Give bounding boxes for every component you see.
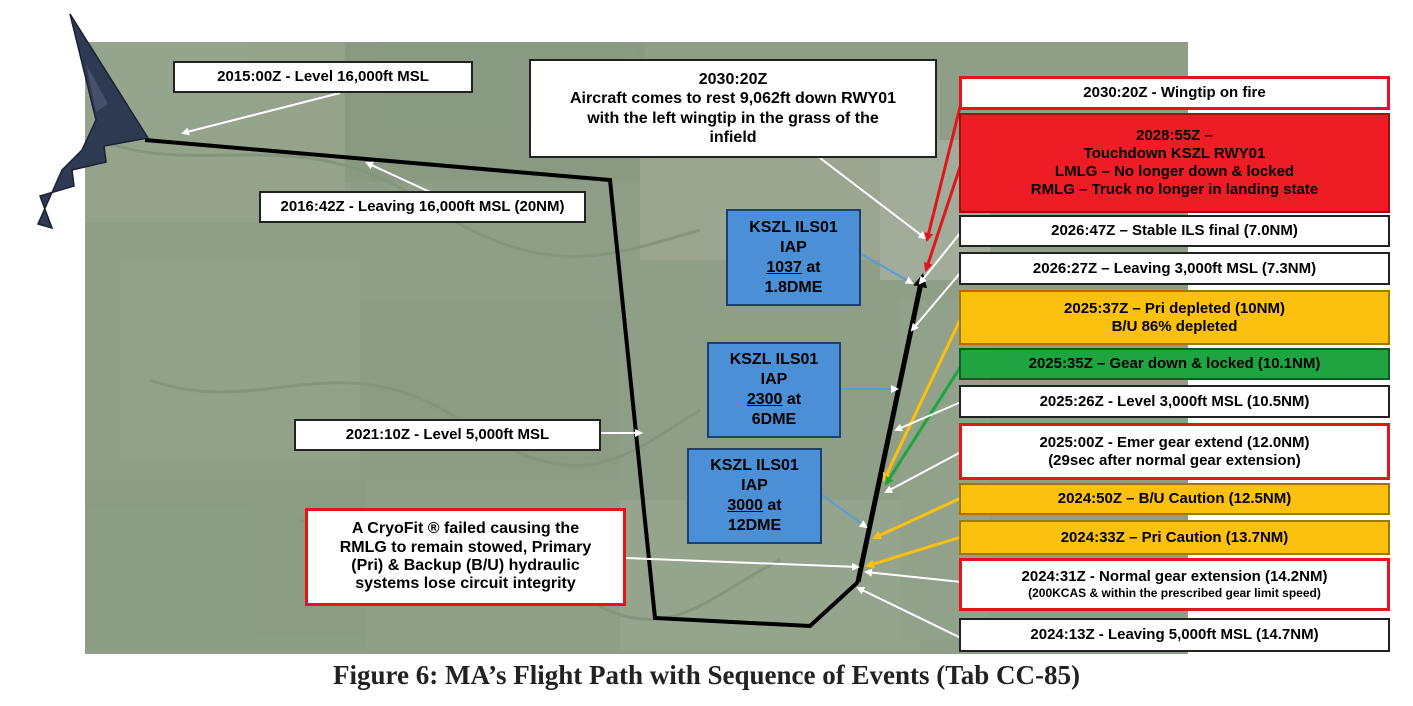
- event-stable-ils-text: 2026:47Z – Stable ILS final (7.0NM): [1051, 222, 1298, 239]
- aircraft-rest-box: 2030:20Z Aircraft comes to rest 9,062ft …: [529, 59, 937, 158]
- rest-time: 2030:20Z: [698, 71, 768, 89]
- arrow-level3: [894, 401, 962, 432]
- ils-2-at: at: [782, 391, 802, 408]
- event-gear-down-locked: 2025:35Z – Gear down & locked (10.1NM): [959, 348, 1390, 380]
- arrow-cryofit: [625, 557, 860, 571]
- event-pri-caution: 2024:33Z – Pri Caution (13.7NM): [959, 520, 1390, 555]
- event-leaving-5000-text: 2024:13Z - Leaving 5,000ft MSL (14.7NM): [1030, 626, 1319, 643]
- ils-2-line-1: KSZL ILS01: [729, 351, 819, 368]
- touchdown-line-1: 2028:55Z –: [1136, 127, 1213, 144]
- b2-bomber-silhouette-icon: [36, 13, 150, 230]
- arrow-leaving3: [910, 271, 962, 332]
- arrow-rest: [819, 157, 927, 240]
- ils-2-alt: 2300: [746, 391, 783, 408]
- touchdown-line-4: RMLG – Truck no longer in landing state: [1030, 181, 1319, 198]
- emer-line-2: (29sec after normal gear extension): [1048, 451, 1301, 469]
- event-level-3000: 2025:26Z - Level 3,000ft MSL (10.5NM): [959, 385, 1390, 418]
- rest-line-3: infield: [709, 128, 757, 146]
- normal-gear-line-2: (200KCAS & within the prescribed gear li…: [1028, 586, 1321, 601]
- event-touchdown: 2028:55Z – Touchdown KSZL RWY01 LMLG – N…: [959, 113, 1390, 213]
- figure-caption: Figure 6: MA’s Flight Path with Sequence…: [333, 660, 1080, 690]
- ils-3-dme: 12DME: [727, 517, 782, 534]
- event-wingtip-fire-text: 2030:20Z - Wingtip on fire: [1083, 84, 1266, 101]
- rest-line-2: with the left wingtip in the grass of th…: [587, 109, 879, 127]
- event-gear-down-locked-text: 2025:35Z – Gear down & locked (10.1NM): [1028, 355, 1321, 372]
- cryofit-line-1: A CryoFit ® failed causing the: [351, 520, 580, 538]
- event-bu-caution-text: 2024:50Z – B/U Caution (12.5NM): [1057, 490, 1292, 507]
- arrow-bu-caution: [872, 496, 962, 540]
- arrow-touchdown: [923, 163, 963, 272]
- event-pri-depleted: 2025:37Z – Pri depleted (10NM) B/U 86% d…: [959, 290, 1390, 345]
- rest-line-1: Aircraft comes to rest 9,062ft down RWY0…: [569, 90, 897, 108]
- arrow-emer: [884, 451, 962, 493]
- cryofit-line-2: RMLG to remain stowed, Primary: [339, 538, 592, 556]
- ils-3-line-1: KSZL ILS01: [710, 457, 799, 474]
- ils-3-alt-row: 3000 at: [727, 496, 781, 516]
- ils-box-2: KSZL ILS01 IAP 2300 at 6DME: [707, 342, 841, 438]
- ils-box-1: KSZL ILS01 IAP 1037 at 1.8DME: [726, 209, 861, 306]
- arrow-leaving16: [365, 161, 431, 193]
- label-level-16000-text: 2015:00Z - Level 16,000ft MSL: [217, 68, 429, 85]
- arrow-level16: [181, 92, 341, 136]
- label-level-5000-text: 2021:10Z - Level 5,000ft MSL: [345, 426, 550, 443]
- arrow-wingtip: [924, 94, 965, 242]
- cryofit-line-4: systems lose circuit integrity: [355, 575, 576, 593]
- event-pri-caution-text: 2024:33Z – Pri Caution (13.7NM): [1060, 528, 1289, 546]
- label-level-5000: 2021:10Z - Level 5,000ft MSL: [294, 419, 601, 451]
- arrow-leaving5: [856, 587, 962, 639]
- label-leaving-16000: 2016:42Z - Leaving 16,000ft MSL (20NM): [259, 191, 586, 223]
- ils-1-alt-row: 1037 at: [766, 258, 820, 278]
- ils-2-line-2: IAP: [760, 371, 788, 388]
- arrow-stable: [918, 231, 962, 285]
- ils-2-alt-row: 2300 at: [747, 390, 801, 410]
- ils-1-line-2: IAP: [780, 238, 807, 256]
- touchdown-line-3: LMLG – No longer down & locked: [1054, 163, 1295, 180]
- ils-3-line-2: IAP: [741, 477, 768, 494]
- ils-1-line-1: KSZL ILS01: [749, 218, 838, 236]
- ils-1-dme: 1.8DME: [764, 278, 823, 296]
- event-normal-gear-extension: 2024:31Z - Normal gear extension (14.2NM…: [959, 558, 1390, 611]
- flight-path-line: [144, 138, 860, 629]
- cryofit-failure-box: A CryoFit ® failed causing the RMLG to r…: [305, 508, 626, 606]
- touchdown-line-2: Touchdown KSZL RWY01: [1083, 145, 1266, 162]
- label-level-16000: 2015:00Z - Level 16,000ft MSL: [173, 61, 473, 93]
- event-emer-gear-extend: 2025:00Z - Emer gear extend (12.0NM) (29…: [959, 423, 1390, 480]
- arrow-ils-3: [821, 494, 868, 529]
- ils-1-at: at: [801, 258, 821, 276]
- event-bu-caution: 2024:50Z – B/U Caution (12.5NM): [959, 483, 1390, 515]
- arrow-normal-gear: [864, 568, 962, 583]
- event-leaving-3000: 2026:27Z – Leaving 3,000ft MSL (7.3NM): [959, 252, 1390, 285]
- ils-box-3: KSZL ILS01 IAP 3000 at 12DME: [687, 448, 822, 544]
- event-leaving-3000-text: 2026:27Z – Leaving 3,000ft MSL (7.3NM): [1032, 259, 1317, 277]
- cryofit-line-3: (Pri) & Backup (B/U) hydraulic: [351, 557, 580, 574]
- emer-line-1: 2025:00Z - Emer gear extend (12.0NM): [1039, 433, 1310, 451]
- pri-depleted-line-1: 2025:37Z – Pri depleted (10NM): [1064, 299, 1285, 317]
- ils-3-at: at: [762, 497, 782, 514]
- arrow-pri-depleted: [882, 317, 963, 482]
- arrow-gear-down: [884, 365, 963, 486]
- event-level-3000-text: 2025:26Z - Level 3,000ft MSL (10.5NM): [1039, 392, 1310, 410]
- ils-1-alt: 1037: [766, 258, 802, 276]
- arrow-ils-1: [860, 253, 914, 284]
- ils-2-dme: 6DME: [751, 411, 797, 428]
- event-stable-ils: 2026:47Z – Stable ILS final (7.0NM): [959, 215, 1390, 247]
- ils-3-alt: 3000: [727, 497, 763, 514]
- event-leaving-5000: 2024:13Z - Leaving 5,000ft MSL (14.7NM): [959, 618, 1390, 652]
- normal-gear-line-1: 2024:31Z - Normal gear extension (14.2NM…: [1021, 568, 1328, 586]
- arrow-pri-caution: [865, 535, 962, 569]
- event-wingtip-fire: 2030:20Z - Wingtip on fire: [959, 76, 1390, 110]
- label-leaving-16000-text: 2016:42Z - Leaving 16,000ft MSL (20NM): [280, 198, 565, 215]
- pri-depleted-line-2: B/U 86% depleted: [1111, 317, 1238, 335]
